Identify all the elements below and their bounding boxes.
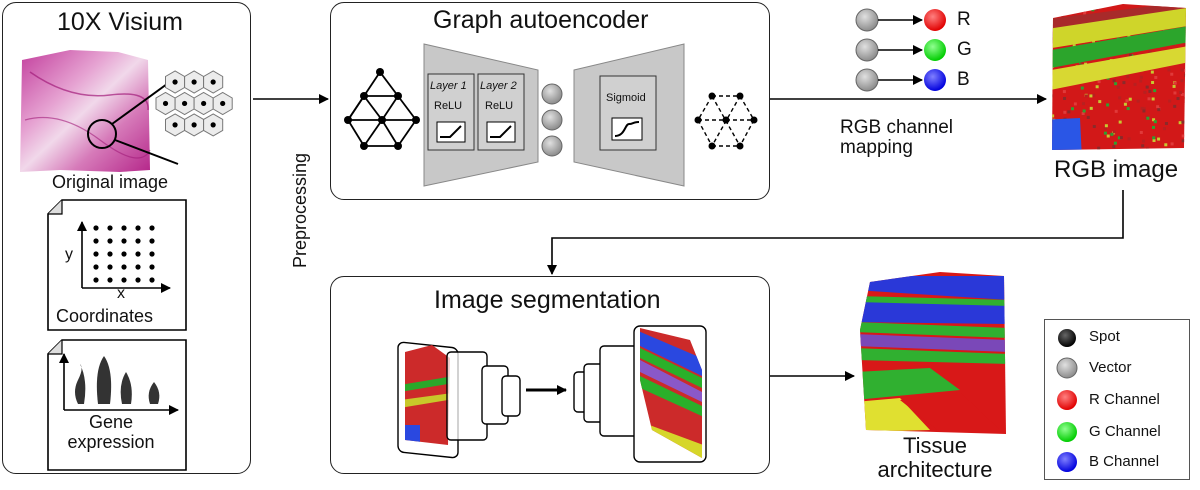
legend-item-spot: Spot xyxy=(1089,328,1120,345)
expression-violin-1 xyxy=(75,364,86,404)
relu-icon-2 xyxy=(490,125,512,138)
legend-swatches xyxy=(1056,329,1078,472)
original-image-label: Original image xyxy=(52,172,169,192)
layer1-label: Layer 1 xyxy=(430,80,467,92)
r-label: R xyxy=(957,9,971,30)
expression-violin-2 xyxy=(96,356,112,404)
legend-g-marker xyxy=(1057,422,1077,442)
autoencoder-graphic xyxy=(344,43,758,187)
expression-violin-3 xyxy=(120,372,132,404)
legend-vector-marker xyxy=(1056,357,1078,379)
b-label: B xyxy=(957,69,970,90)
input-graph xyxy=(347,71,417,147)
hexagon-spot-grid xyxy=(155,70,233,137)
layer2-label: Layer 2 xyxy=(480,80,517,92)
expression-violin-4 xyxy=(148,382,160,404)
rgb-mapping-graphic xyxy=(770,8,1047,104)
sigmoid-label: Sigmoid xyxy=(606,92,646,104)
relu-label-1: ReLU xyxy=(434,100,463,112)
rgb-to-segmentation-arrow xyxy=(547,190,1124,275)
segmentation-title: Image segmentation xyxy=(434,286,661,314)
coordinates-card xyxy=(47,199,187,331)
relu-icon-1 xyxy=(440,125,462,138)
legend-item-vector: Vector xyxy=(1089,359,1132,376)
tissue-architecture-image xyxy=(860,272,1006,434)
gene-expression-card xyxy=(47,339,187,471)
sigmoid-icon xyxy=(614,121,640,137)
rgb-image-label: RGB image xyxy=(1054,156,1179,183)
coordinates-label: Coordinates xyxy=(56,306,154,326)
zoom-circle xyxy=(87,119,117,149)
latent-node-1 xyxy=(541,83,563,105)
axis-y-label: y xyxy=(65,246,73,263)
legend-item-r-channel: R Channel xyxy=(1089,391,1160,408)
segmentation-to-tissue-arrow xyxy=(770,371,855,381)
relu-label-2: ReLU xyxy=(485,100,514,112)
rgb-channel-mapping-label: RGB channel mapping xyxy=(840,117,954,158)
g-label: G xyxy=(957,39,972,60)
segmentation-network-graphic xyxy=(397,325,707,463)
legend-item-g-channel: G Channel xyxy=(1089,423,1161,440)
gene-expression-label: Gene expression xyxy=(67,412,155,452)
b-channel-node xyxy=(924,69,946,91)
legend-b-marker xyxy=(1057,452,1077,472)
g-channel-node xyxy=(924,39,946,61)
legend-box: Spot Vector R Channel G Channel B Channe… xyxy=(1044,319,1190,480)
tissue-architecture-label: Tissue architecture xyxy=(877,433,993,482)
preprocessing-arrow xyxy=(253,94,329,104)
visium-title: 10X Visium xyxy=(57,8,183,36)
axis-x-label: x xyxy=(117,285,125,302)
legend-item-b-channel: B Channel xyxy=(1089,453,1160,470)
original-image-graphic xyxy=(20,50,179,172)
r-channel-node xyxy=(924,9,946,31)
legend-r-marker xyxy=(1057,390,1077,410)
legend-spot-marker xyxy=(1058,329,1076,347)
autoencoder-title: Graph autoencoder xyxy=(433,6,649,34)
latent-node-3 xyxy=(541,135,563,157)
rgb-image xyxy=(1052,4,1186,150)
latent-node-2 xyxy=(541,109,563,131)
